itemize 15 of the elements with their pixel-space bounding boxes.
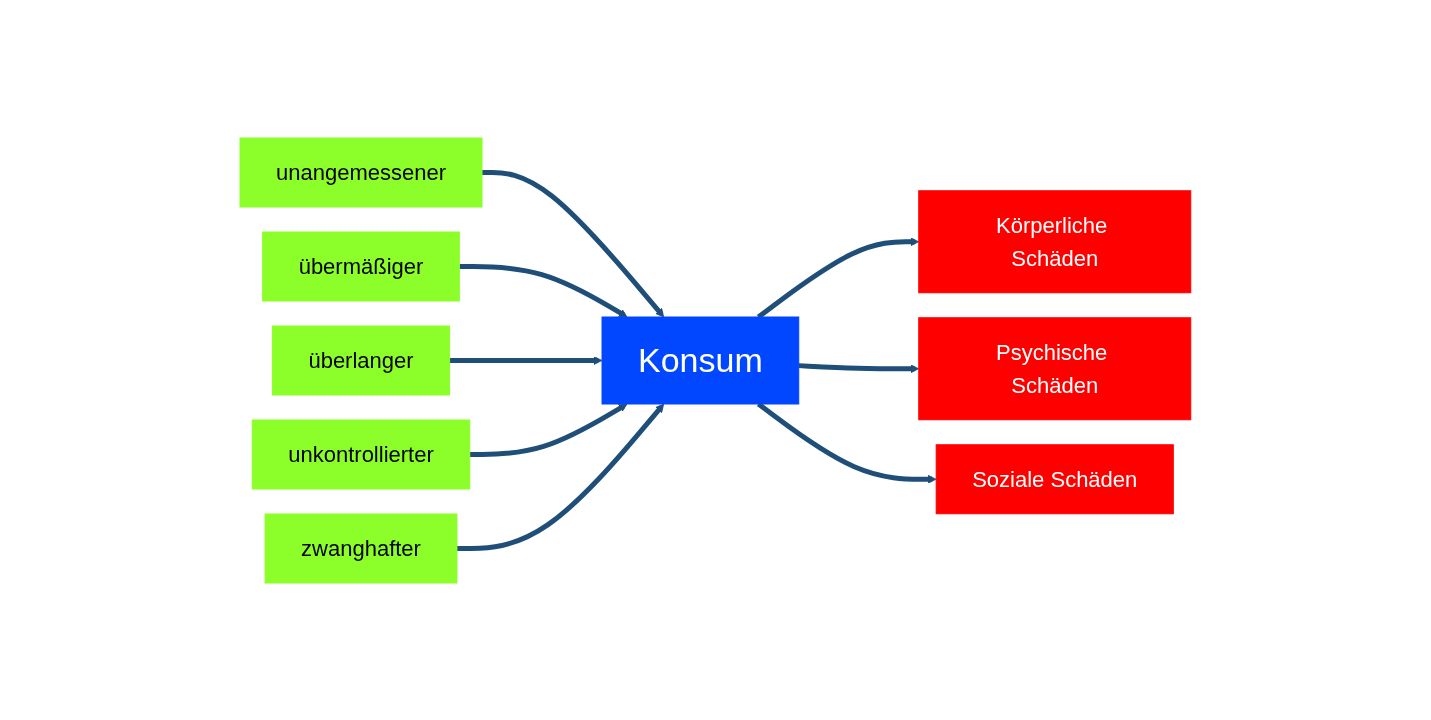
- node-box: Konsum: [601, 316, 800, 404]
- arrow: [469, 403, 628, 457]
- node-box: unangemessener: [239, 137, 483, 207]
- node-box: Psychische Schäden: [918, 316, 1192, 420]
- arrow: [482, 169, 665, 317]
- node-box: unkontrollierter: [251, 419, 471, 489]
- node-box: überlanger: [272, 325, 451, 395]
- arrow: [449, 355, 603, 365]
- node-box: zwanghafter: [264, 513, 458, 583]
- node-box: Körperliche Schäden: [918, 189, 1192, 293]
- arrow: [459, 263, 628, 317]
- arrow: [798, 362, 920, 373]
- arrow: [457, 403, 665, 551]
- node-box: übermäßiger: [262, 231, 460, 301]
- node-box: Soziale Schäden: [935, 443, 1174, 514]
